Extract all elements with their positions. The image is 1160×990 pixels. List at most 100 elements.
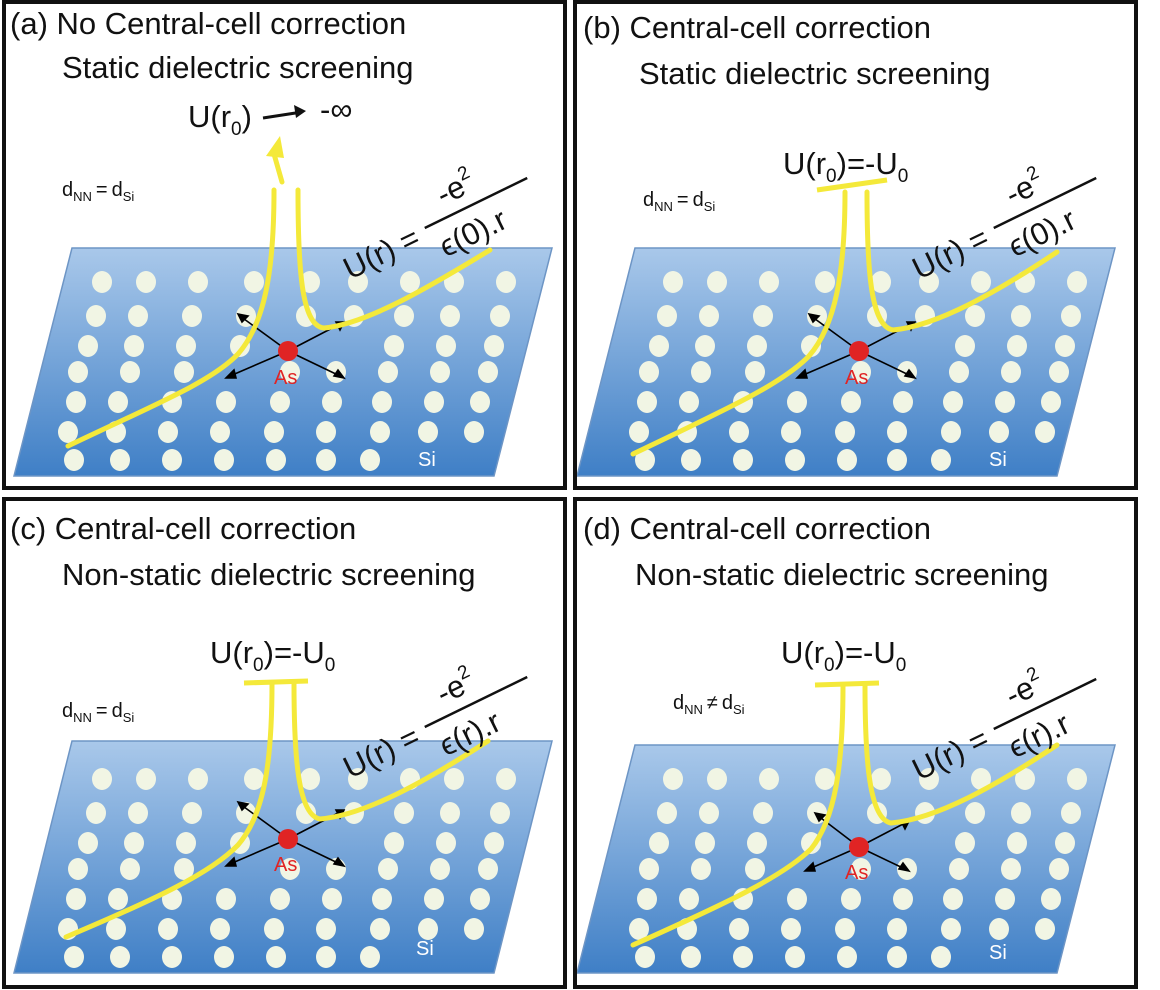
si-atom [316,421,336,443]
si-atom [108,391,128,413]
si-atom [1061,305,1081,327]
si-atom [1041,888,1061,910]
potential-curve [65,136,493,449]
si-atom [124,335,144,357]
host-label: Si [416,938,434,960]
si-atom [372,391,392,413]
svg-text:U(r0)=-U0: U(r0)=-U0 [781,635,906,676]
si-atom [78,832,98,854]
si-atom [158,421,178,443]
si-atom [871,768,891,790]
si-atom [162,946,182,968]
si-atom [871,271,891,293]
panel-c: (c) Central-cell correction Non-static d… [2,497,567,989]
si-atom [1055,832,1075,854]
si-atom [490,305,510,327]
core-potential-label: U(r0)=-U0 [783,146,908,187]
si-atom [955,832,975,854]
si-atom [270,391,290,413]
si-atom [92,768,112,790]
si-atom [136,271,156,293]
si-atom [436,832,456,854]
si-atom [733,449,753,471]
si-atom [360,449,380,471]
dopant-atom [849,837,869,857]
panel-b-subtitle: Static dielectric screening [639,56,991,91]
si-atom [679,391,699,413]
si-atom [679,888,699,910]
si-atom [110,946,130,968]
si-atom [86,305,106,327]
si-atom [316,918,336,940]
panel-d-subtitle: Non-static dielectric screening [635,557,1049,592]
si-atom [430,361,450,383]
si-atom [78,335,98,357]
si-atom [394,802,414,824]
si-atom [372,888,392,910]
si-atom [893,888,913,910]
si-atom [941,918,961,940]
si-atom [470,391,490,413]
svg-text:dNN=dSi: dNN=dSi [62,179,134,204]
si-atom [418,918,438,940]
si-atom [464,918,484,940]
si-atom [360,946,380,968]
si-atom [384,832,404,854]
si-lattice [58,768,516,968]
panel-a: (a) No Central-cell correction Static di… [2,0,567,490]
si-atom [971,768,991,790]
si-atom [348,271,368,293]
si-atom [1015,768,1035,790]
si-atom [158,918,178,940]
si-atom [851,361,871,383]
si-atom [887,946,907,968]
panel-a-diagram: (a) No Central-cell correction Static di… [10,6,553,477]
si-atom [300,768,320,790]
si-atom [68,858,88,880]
si-atom [244,768,264,790]
si-atom [266,449,286,471]
si-atom [378,361,398,383]
svg-text:-∞: -∞ [320,92,352,127]
dopant-atom [278,341,298,361]
si-atom [444,768,464,790]
si-atom [729,918,749,940]
si-atom [296,802,316,824]
si-atom [484,335,504,357]
si-atom [64,946,84,968]
si-atom [699,305,719,327]
si-atom [1067,768,1087,790]
panel-b-diagram: (b) Central-cell correction Static diele… [577,10,1116,477]
si-atom [1007,832,1027,854]
svg-text:dNN≠dSi: dNN≠dSi [673,692,745,717]
panel-d-diagram: (d) Central-cell correction Non-static d… [577,511,1116,974]
si-atom [695,832,715,854]
si-atom [418,421,438,443]
si-atom [841,391,861,413]
si-atom [931,946,951,968]
si-slab [577,247,1116,477]
si-atom [745,858,765,880]
si-atom [657,305,677,327]
si-atom [691,361,711,383]
si-atom [635,449,655,471]
si-atom [188,768,208,790]
si-atom [815,768,835,790]
core-potential-label: U(r0)=-U0 [781,635,906,676]
si-atom [162,449,182,471]
si-atom [66,391,86,413]
si-atom [128,802,148,824]
si-atom [120,361,140,383]
core-potential-label: U(r0) -∞ [188,92,352,140]
si-atom [943,888,963,910]
panel-c-subtitle: Non-static dielectric screening [62,557,476,592]
si-atom [995,391,1015,413]
si-atom [440,305,460,327]
si-atom [424,391,444,413]
si-atom [989,918,1009,940]
si-atom [316,946,336,968]
si-atom [1061,802,1081,824]
si-atom [216,391,236,413]
si-atom [989,421,1009,443]
si-atom [747,335,767,357]
